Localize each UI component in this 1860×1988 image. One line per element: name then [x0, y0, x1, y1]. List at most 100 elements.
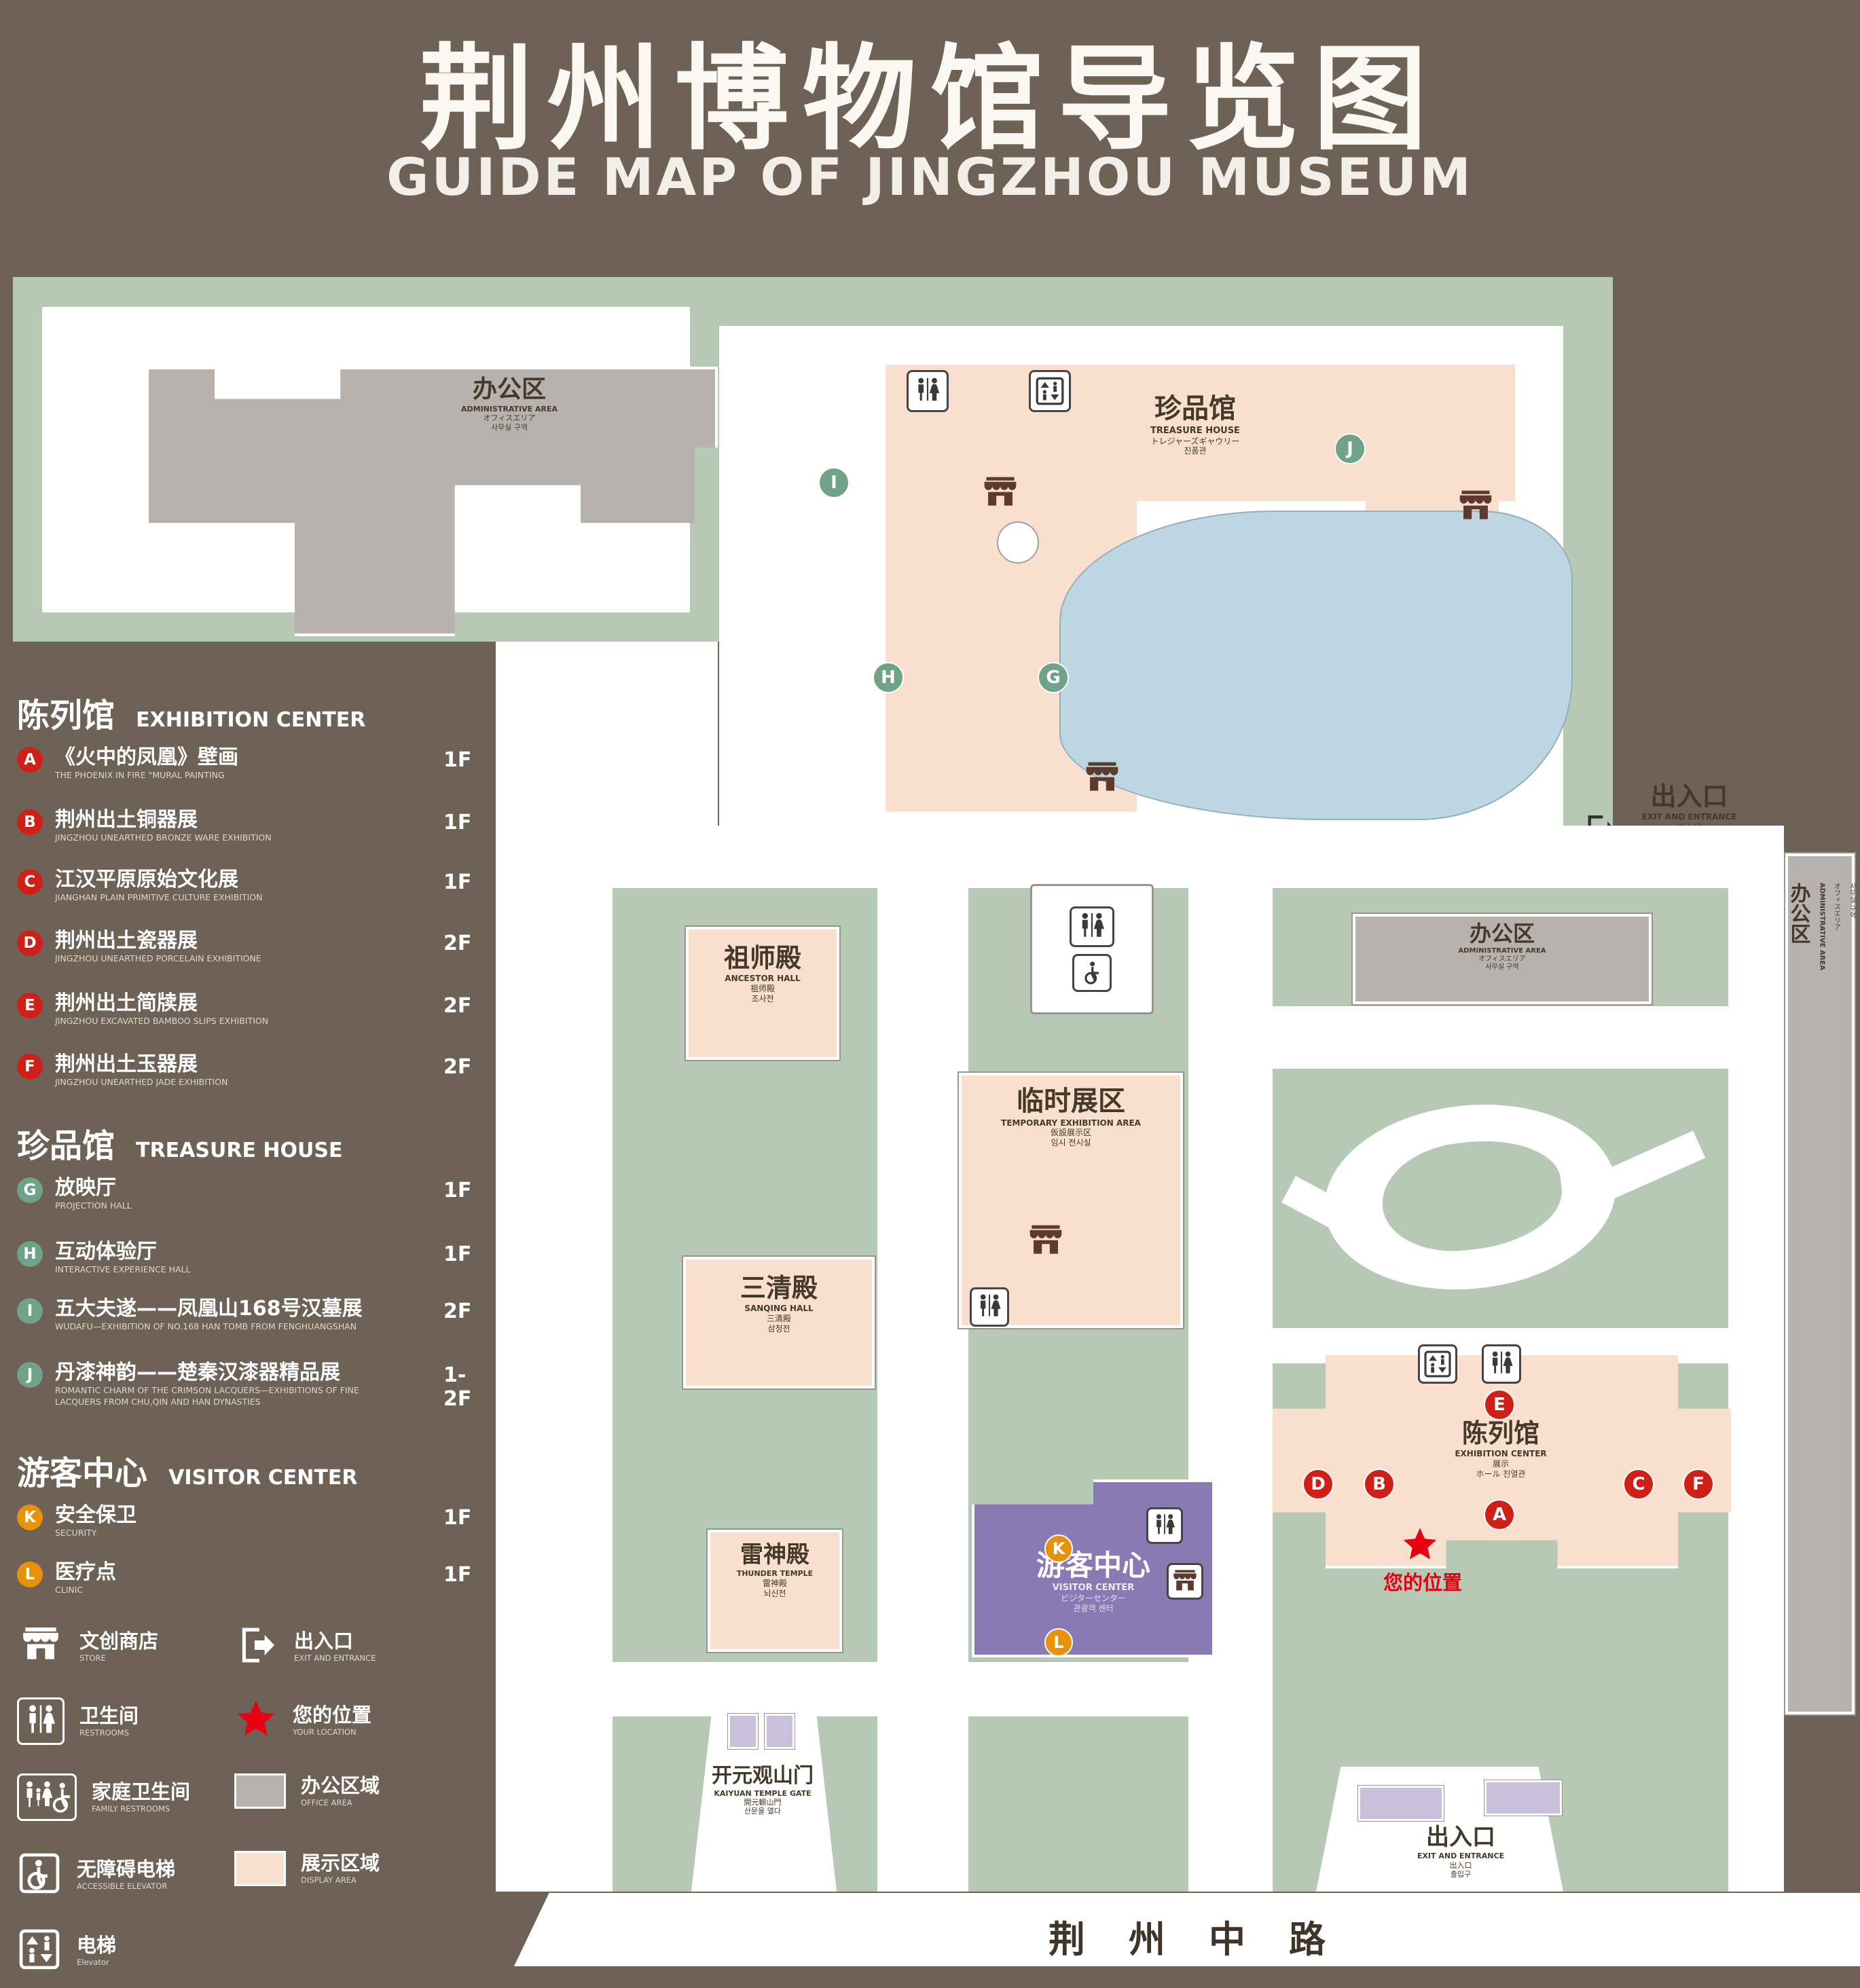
- map-marker-d: D: [1302, 1469, 1334, 1500]
- label-kr: 조사전: [751, 993, 774, 1004]
- store-icon: [1457, 487, 1495, 526]
- label-en: ADMINISTRATIVE AREA: [1818, 883, 1826, 971]
- label-kr: 사무실 구역: [1485, 963, 1519, 972]
- label-en: ADMINISTRATIVE AREA: [460, 404, 558, 413]
- item-zh: 《火中的凤凰》壁画: [55, 746, 238, 769]
- admin-right-label: 办公区 ADMINISTRATIVE AREA オフィスエリア 사무실 구역: [1785, 883, 1856, 1684]
- map-marker-c: C: [1623, 1469, 1654, 1500]
- thunder-temple-building: [708, 1530, 842, 1652]
- lawn: [1563, 277, 1613, 826]
- store-icon: [1083, 759, 1121, 797]
- lake: [1059, 511, 1573, 820]
- legend-item-e: E 荆州出土简牍展 JINGZHOU EXCAVATED BAMBOO SLIP…: [17, 991, 492, 1027]
- badge-c: C: [17, 869, 43, 895]
- restroom-icon: [907, 370, 949, 412]
- badge-b: B: [17, 809, 43, 835]
- accessible-icon: [1072, 954, 1112, 992]
- label-kr: 산문을 열다: [744, 1807, 782, 1816]
- label-l4: ホール 진열관: [1476, 1469, 1526, 1479]
- label-kr: 사무실 구역: [490, 422, 528, 432]
- section-title-zh: 陈列馆: [17, 697, 115, 735]
- page-subtitle: GUIDE MAP OF JINGZHOU MUSEUM: [386, 147, 1474, 207]
- item-en: CLINIC: [55, 1585, 84, 1595]
- item-floor: 1F: [443, 811, 472, 834]
- elevator-icon: [1418, 1344, 1457, 1384]
- item-zh: 五大夫遂——凤凰山168号汉墓展: [55, 1297, 363, 1321]
- exhibition-center-label: 陈列馆 EXHIBITION CENTER 展示 ホール 진열관: [1419, 1418, 1582, 1479]
- label-jp: 仮設展示区: [1050, 1128, 1091, 1138]
- badge-g: G: [17, 1177, 43, 1203]
- your-location-star-icon: [234, 1697, 278, 1744]
- label-jp: 三清殿: [766, 1313, 791, 1323]
- symbol-zh: 卫生间: [79, 1704, 139, 1728]
- your-location-star-icon: [1400, 1525, 1440, 1567]
- label-en: ADMINISTRATIVE AREA: [1458, 947, 1546, 955]
- symbol-zh: 出入口: [294, 1630, 354, 1653]
- legend-item-g: G 放映厅 PROJECTION HALL 1F: [17, 1176, 492, 1212]
- gate-block: [765, 1714, 795, 1749]
- item-zh: 荆州出土玉器展: [55, 1052, 198, 1076]
- map-marker-e: E: [1484, 1389, 1515, 1420]
- store-icon: [1027, 1222, 1065, 1260]
- item-en: INTERACTIVE EXPERIENCE HALL: [55, 1264, 191, 1274]
- label-en: EXHIBITION CENTER: [1455, 1449, 1547, 1459]
- label-zh: 陈列馆: [1461, 1418, 1539, 1448]
- map-marker-h: H: [873, 662, 904, 693]
- symbol-zh: 无障碍电梯: [77, 1858, 176, 1881]
- badge-h: H: [17, 1241, 43, 1267]
- section-title-zh: 珍品馆: [17, 1127, 115, 1165]
- item-floor: 1F: [443, 1242, 472, 1266]
- elevator-icon: [17, 1927, 62, 1974]
- label-jp: オフィスエリア: [1478, 955, 1526, 963]
- legend-item-b: B 荆州出土铜器展 JINGZHOU UNEARTHED BRONZE WARE…: [17, 808, 492, 844]
- store-icon: [981, 474, 1019, 512]
- item-floor: 1F: [443, 1563, 472, 1587]
- gate-plaza: [691, 1712, 837, 1892]
- legend-symbol-accessible-elevator: 无障碍电梯 ACCESSIBLE ELEVATOR: [17, 1851, 175, 1898]
- thunder-temple-label: 雷神殿 THUNDER TEMPLE 雷神殿 뇌신전: [708, 1541, 842, 1598]
- item-en: JINGZHOU UNEARTHED PORCELAIN EXHIBITIONE: [55, 953, 261, 963]
- label-kr: 사무실 구역: [1848, 883, 1856, 919]
- label-zh: 雷神殿: [740, 1541, 809, 1568]
- map-marker-f: F: [1683, 1469, 1714, 1500]
- item-en: SECURITY: [55, 1528, 97, 1538]
- item-zh: 安全保卫: [55, 1503, 136, 1527]
- restroom-icon: [1482, 1344, 1521, 1384]
- badge-d: D: [17, 930, 43, 956]
- exit-bottom-label: 出入口 EXIT AND ENTRANCE 出入口 출입구: [1396, 1824, 1525, 1879]
- item-en: WUDAFU—EXHIBITION OF NO.168 HAN TOMB FRO…: [55, 1321, 357, 1331]
- road-label: 荆州中路: [1048, 1918, 1369, 1961]
- label-en: TEMPORARY EXHIBITION AREA: [1001, 1118, 1141, 1128]
- symbol-en: OFFICE AREA: [301, 1797, 352, 1807]
- path: [496, 642, 718, 826]
- legend-symbol-exit: 出入口 EXIT AND ENTRANCE: [234, 1624, 376, 1669]
- label-kr: 삼청전: [767, 1323, 790, 1333]
- symbol-zh: 电梯: [77, 1934, 117, 1957]
- badge-l: L: [17, 1562, 43, 1587]
- symbol-en: DISPLAY AREA: [301, 1875, 357, 1885]
- road: [514, 1893, 1860, 1966]
- item-floor: 1-2F: [443, 1363, 472, 1411]
- label-jp: 開元観山門: [744, 1798, 782, 1807]
- label-zh: 开元观山门: [712, 1764, 814, 1788]
- family-restroom-icon: [17, 1773, 77, 1821]
- item-zh: 江汉平原原始文化展: [55, 868, 238, 891]
- item-floor: 1F: [443, 870, 472, 894]
- label-zh: 临时展区: [1017, 1086, 1125, 1117]
- symbol-zh: 办公区域: [301, 1774, 380, 1798]
- symbol-en: STORE: [79, 1653, 106, 1663]
- label-en: VISITOR CENTER: [1052, 1583, 1135, 1594]
- item-floor: 2F: [443, 932, 472, 955]
- exhibition-center-building: [1270, 1352, 1734, 1568]
- legend-item-i: I 五大夫遂——凤凰山168号汉墓展 WUDAFU—EXHIBITION OF …: [17, 1297, 492, 1333]
- legend-symbol-restroom: 卫生间 RESTROOMS: [17, 1697, 139, 1745]
- label-zh: 办公区: [1469, 921, 1535, 946]
- badge-a: A: [17, 747, 43, 773]
- exit-icon: [234, 1624, 279, 1669]
- section-title-en: EXHIBITION CENTER: [136, 708, 366, 732]
- store-icon: [1167, 1563, 1203, 1600]
- sanqing-hall-label: 三清殿 SANQING HALL 三清殿 삼청전: [683, 1272, 875, 1333]
- item-zh: 医疗点: [55, 1560, 116, 1584]
- your-location-label: 您的位置: [1383, 1571, 1462, 1594]
- sanqing-hall-building: [683, 1257, 875, 1388]
